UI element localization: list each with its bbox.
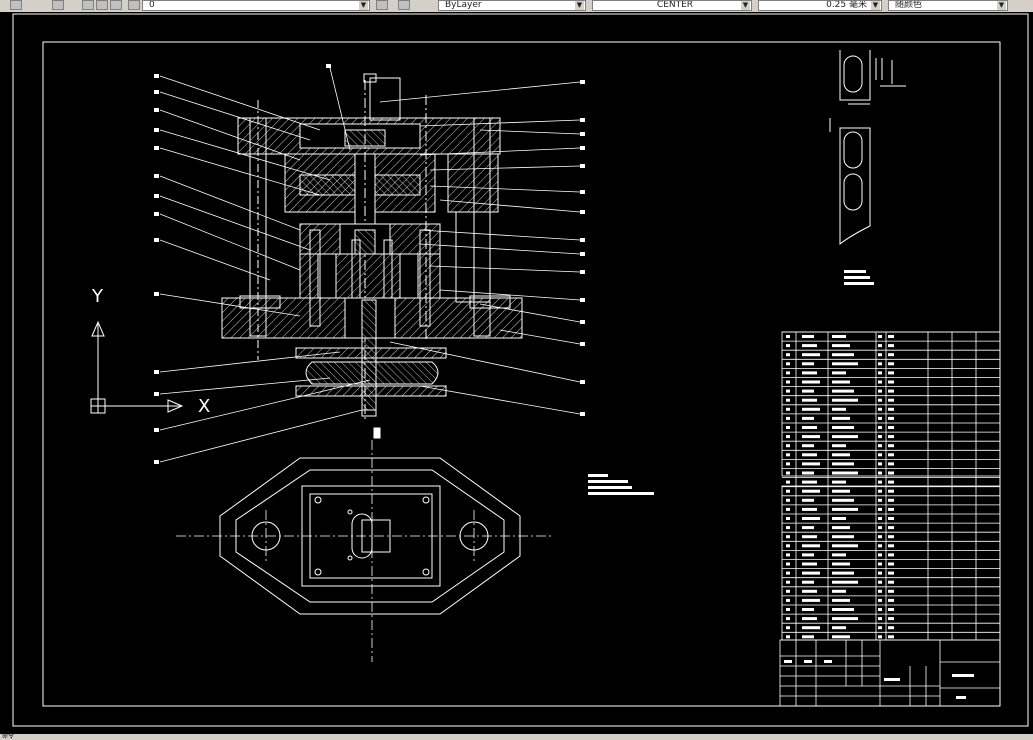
lineweight-dropdown[interactable]: 0.25 毫米 ▼ (758, 0, 882, 11)
cad-drawing (12, 13, 1029, 727)
plotstyle-dropdown[interactable]: 随颜色 ▼ (888, 0, 1008, 11)
drawing-canvas[interactable]: Y X (0, 12, 1033, 734)
die-assembly-section (221, 73, 523, 439)
layer-previous-icon[interactable] (398, 0, 410, 10)
lineweight-value: 0.25 毫米 (826, 0, 867, 10)
inner-frame (42, 41, 1001, 707)
lock-icon[interactable] (110, 0, 122, 10)
sun-icon[interactable] (96, 0, 108, 10)
balloon-markers-left (154, 64, 331, 464)
layer-dropdown[interactable]: 0 ▼ (142, 0, 370, 11)
color-swatch-icon[interactable] (128, 0, 140, 10)
plan-center-lines (176, 440, 552, 662)
command-prompt: 命令 (2, 733, 15, 740)
title-block (779, 639, 1001, 707)
ucs-icon (90, 320, 184, 414)
leader-lines-left (159, 67, 371, 463)
chevron-down-icon: ▼ (575, 1, 584, 10)
detail-labels (588, 270, 874, 495)
outer-frame (12, 13, 1029, 727)
save-icon[interactable] (10, 0, 22, 10)
linetype-dropdown[interactable]: CENTER ▼ (592, 0, 752, 11)
layer-value: 0 (149, 0, 155, 10)
layer-manager-icon[interactable] (52, 0, 64, 10)
linetype-value: CENTER (656, 0, 694, 10)
properties-toolbar: 0 ▼ ByLayer ▼ CENTER ▼ 0.25 毫米 ▼ 随颜色 ▼ (0, 0, 1033, 13)
color-value: ByLayer (445, 0, 482, 10)
chevron-down-icon: ▼ (741, 1, 750, 10)
ucs-x-label: X (198, 396, 211, 417)
ucs-y-label: Y (92, 286, 103, 307)
leader-lines-right (379, 81, 581, 415)
chevron-down-icon: ▼ (359, 1, 368, 10)
part-detail-view (829, 50, 906, 246)
color-dropdown[interactable]: ByLayer ▼ (438, 0, 586, 11)
plotstyle-value: 随颜色 (895, 0, 923, 10)
balloon-markers-right (580, 80, 585, 416)
chevron-down-icon: ▼ (871, 1, 880, 10)
parts-list-table (781, 331, 1001, 641)
chevron-down-icon: ▼ (997, 1, 1006, 10)
match-properties-icon[interactable] (376, 0, 388, 10)
command-line[interactable]: 命令 (0, 733, 1033, 740)
title-block-text (784, 660, 974, 699)
layer-state-icon[interactable] (82, 0, 94, 10)
